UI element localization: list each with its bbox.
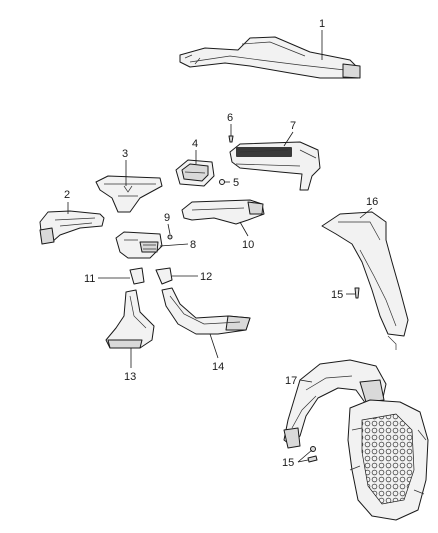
part-9-clip <box>167 234 173 240</box>
part-1-duct <box>179 36 361 79</box>
callout-3: 3 <box>122 148 128 160</box>
part-14-duct <box>161 287 251 335</box>
leader-lines <box>67 30 373 463</box>
callout-12: 12 <box>200 271 212 283</box>
callout-13: 13 <box>124 371 136 383</box>
callout-15-lower: 15 <box>282 457 294 469</box>
hvac-housing-mesh <box>347 399 429 521</box>
part-13-duct <box>105 289 155 349</box>
callout-4: 4 <box>192 138 198 150</box>
part-3-duct <box>95 175 163 213</box>
callout-17: 17 <box>285 375 297 387</box>
callout-labels: 1 2 3 4 5 6 7 8 9 10 11 12 13 14 15 16 1… <box>64 18 378 469</box>
callout-2: 2 <box>64 189 70 201</box>
callout-5: 5 <box>233 177 239 189</box>
callout-15-upper: 15 <box>331 289 343 301</box>
part-2-duct <box>39 210 105 245</box>
part-15-screws-lower <box>307 446 318 463</box>
part-10-duct <box>181 199 265 225</box>
callout-14: 14 <box>212 361 224 373</box>
callout-10: 10 <box>242 239 254 251</box>
part-11-connector <box>129 267 145 285</box>
callout-16: 16 <box>366 196 378 208</box>
part-16-duct <box>321 211 409 350</box>
part-4-bezel <box>175 159 215 187</box>
part-15-pin-upper <box>354 287 360 299</box>
part-6-screw <box>228 135 234 143</box>
part-7-grille-duct <box>229 141 321 191</box>
part-8-duct <box>115 231 163 259</box>
callout-8: 8 <box>190 239 196 251</box>
callout-1: 1 <box>319 18 325 30</box>
callout-6: 6 <box>227 112 233 124</box>
part-12-connector <box>155 267 173 285</box>
callout-9: 9 <box>164 212 170 224</box>
part-5-clip <box>219 179 225 185</box>
callout-7: 7 <box>290 120 296 132</box>
callout-11: 11 <box>84 273 95 285</box>
